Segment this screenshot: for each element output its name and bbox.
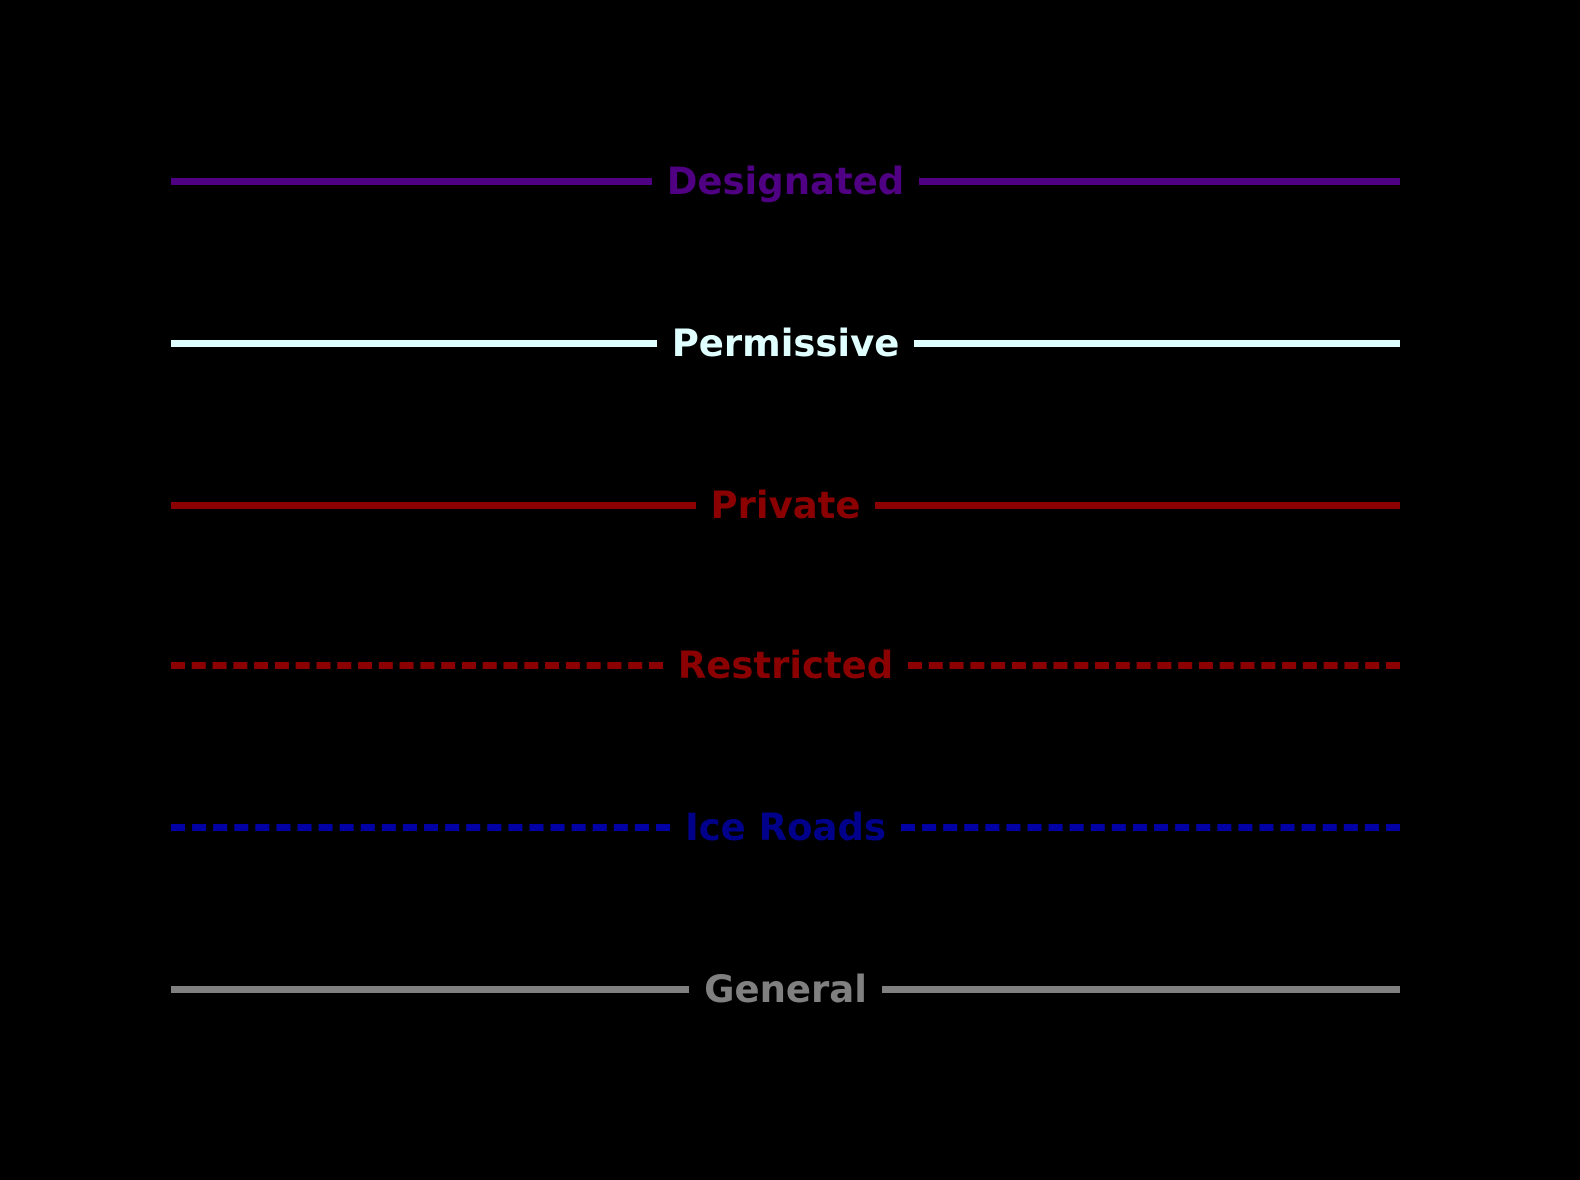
legend-line-left-ice-roads — [171, 823, 670, 831]
legend-item-designated[interactable]: Designated — [171, 151, 1401, 211]
legend-line-left-private — [171, 501, 696, 509]
legend-item-ice-roads[interactable]: Ice Roads — [171, 797, 1400, 857]
legend-label-designated: Designated — [666, 159, 905, 203]
legend-line-left-designated — [171, 177, 652, 185]
legend-item-restricted[interactable]: Restricted — [171, 635, 1400, 695]
legend-item-general[interactable]: General — [171, 959, 1401, 1019]
legend-line-right-restricted — [908, 661, 1400, 669]
legend-item-private[interactable]: Private — [171, 475, 1401, 535]
legend-line-left-restricted — [171, 661, 663, 669]
legend-label-general: General — [704, 967, 867, 1011]
legend-line-right-ice-roads — [901, 823, 1400, 831]
legend-item-permissive[interactable]: Permissive — [171, 313, 1401, 373]
legend-line-right-designated — [919, 177, 1401, 185]
legend-label-private: Private — [710, 483, 861, 527]
legend-line-right-general — [881, 985, 1401, 993]
legend-label-ice-roads: Ice Roads — [684, 805, 887, 849]
legend-label-restricted: Restricted — [677, 643, 894, 687]
legend-line-left-permissive — [171, 339, 657, 347]
legend-line-right-permissive — [914, 339, 1401, 347]
legend-line-right-private — [875, 501, 1401, 509]
legend-line-left-general — [171, 985, 690, 993]
legend-label-permissive: Permissive — [671, 321, 900, 365]
